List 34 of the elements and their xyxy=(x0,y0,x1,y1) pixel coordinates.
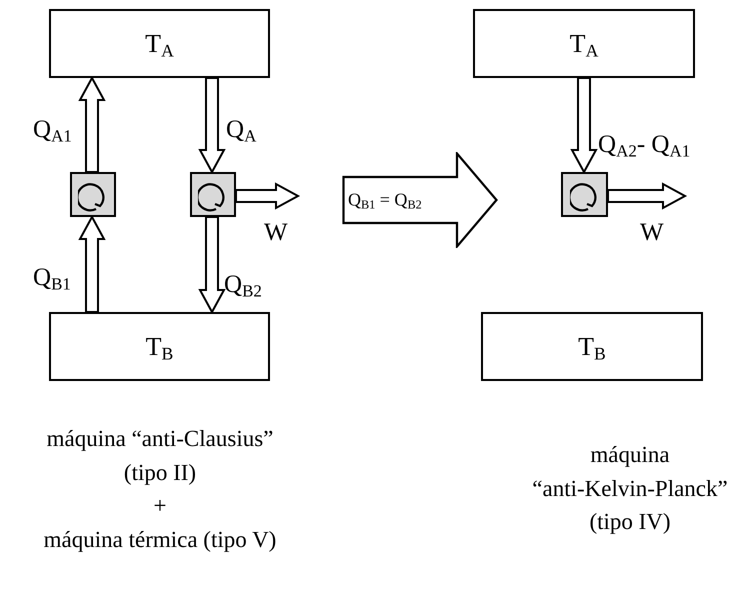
engine-box xyxy=(190,172,236,217)
heat-flow-arrow xyxy=(198,216,226,314)
heat-flow-arrow xyxy=(198,77,226,174)
caption-text: máquina xyxy=(590,443,670,466)
caption-text: + xyxy=(154,494,166,517)
reservoir-box xyxy=(49,312,270,381)
reservoir-box xyxy=(49,9,270,78)
temperature-label: T$_{A}$ xyxy=(570,28,598,58)
caption-text: “anti-Kelvin-Planck” xyxy=(532,477,728,500)
heat-flow-arrow xyxy=(78,76,106,173)
edge-label: Q$_{B2}$ xyxy=(224,272,262,297)
edge-label: W xyxy=(264,220,288,245)
edge-label: Q$_{A1}$ xyxy=(33,117,72,142)
equation-label: Q$_{B1}$ = Q$_{B2}$ xyxy=(348,190,422,210)
block-arrow xyxy=(342,152,498,248)
heat-flow-arrow xyxy=(607,182,688,210)
caption-text: (tipo IV) xyxy=(589,510,671,533)
reservoir-box xyxy=(473,9,695,78)
edge-label: W xyxy=(640,220,664,245)
caption-text: máquina “anti-Clausius” xyxy=(46,427,274,450)
heat-flow-arrow xyxy=(78,214,106,313)
heat-flow-arrow xyxy=(570,77,598,174)
caption-text: máquina térmica (tipo V) xyxy=(44,528,276,551)
heat-flow-arrow xyxy=(235,182,300,210)
reservoir-box xyxy=(481,312,703,381)
edge-label: Q$_{A}$ xyxy=(226,117,256,142)
temperature-label: T$_{B}$ xyxy=(146,332,174,362)
caption-text: (tipo II) xyxy=(124,461,196,484)
edge-label: Q$_{A2}$- Q$_{A1}$ xyxy=(598,132,690,157)
temperature-label: T$_{B}$ xyxy=(578,332,606,362)
temperature-label: T$_{A}$ xyxy=(145,28,174,58)
engine-box xyxy=(561,172,608,217)
engine-box xyxy=(70,172,116,217)
edge-label: Q$_{B1}$ xyxy=(33,265,71,290)
